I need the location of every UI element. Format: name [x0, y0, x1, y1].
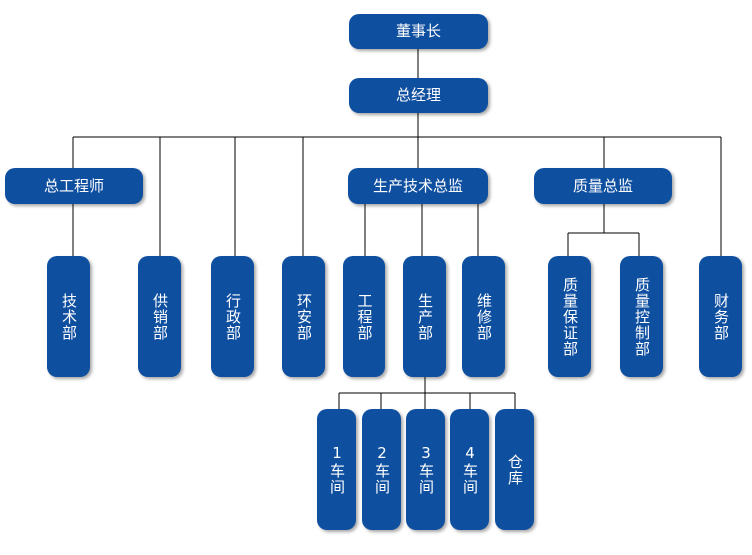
node-qa-dept-label: 质量保证部: [561, 276, 579, 357]
node-workshop-3-label: 3车间: [417, 444, 435, 495]
node-tech-dept-label: 技术部: [60, 292, 78, 341]
node-supply-sales-dept-label: 供销部: [151, 292, 169, 341]
node-production-tech-director: 生产技术总监: [348, 168, 488, 204]
node-workshop-2: 2车间: [362, 409, 401, 530]
node-warehouse-label: 仓库: [506, 453, 524, 486]
node-chief-engineer-label: 总工程师: [43, 176, 104, 195]
node-workshop-4-label: 4车间: [461, 444, 479, 495]
node-env-safety-dept-label: 环安部: [295, 292, 313, 341]
node-production-dept-label: 生产部: [416, 292, 434, 341]
node-qc-dept-label: 质量控制部: [633, 276, 651, 357]
node-engineering-dept-label: 工程部: [355, 292, 374, 341]
node-finance-dept-label: 财务部: [712, 292, 730, 341]
node-chairman-label: 董事长: [395, 22, 441, 40]
node-finance-dept: 财务部: [699, 256, 742, 377]
node-admin-dept: 行政部: [211, 256, 254, 377]
node-workshop-3: 3车间: [406, 409, 445, 530]
node-warehouse: 仓库: [495, 409, 534, 530]
node-chief-engineer: 总工程师: [5, 168, 143, 204]
node-workshop-4: 4车间: [450, 409, 489, 530]
node-quality-director-label: 质量总监: [572, 176, 633, 195]
node-workshop-2-label: 2车间: [373, 444, 391, 495]
node-qc-dept: 质量控制部: [620, 256, 663, 377]
node-supply-sales-dept: 供销部: [138, 256, 181, 377]
node-env-safety-dept: 环安部: [282, 256, 325, 377]
node-general-manager-label: 总经理: [395, 86, 441, 104]
node-tech-dept: 技术部: [47, 256, 90, 377]
node-qa-dept: 质量保证部: [548, 256, 591, 377]
node-workshop-1: 1车间: [317, 409, 356, 530]
node-admin-dept-label: 行政部: [224, 292, 242, 341]
node-maintenance-dept-label: 维修部: [475, 292, 493, 341]
node-quality-director: 质量总监: [534, 168, 672, 204]
node-production-tech-director-label: 生产技术总监: [372, 176, 463, 195]
node-chairman: 董事长: [349, 14, 488, 49]
node-general-manager: 总经理: [349, 78, 488, 113]
node-maintenance-dept: 维修部: [462, 256, 505, 377]
node-engineering-dept: 工程部: [343, 256, 385, 377]
node-workshop-1-label: 1车间: [328, 444, 346, 495]
node-production-dept: 生产部: [403, 256, 446, 377]
